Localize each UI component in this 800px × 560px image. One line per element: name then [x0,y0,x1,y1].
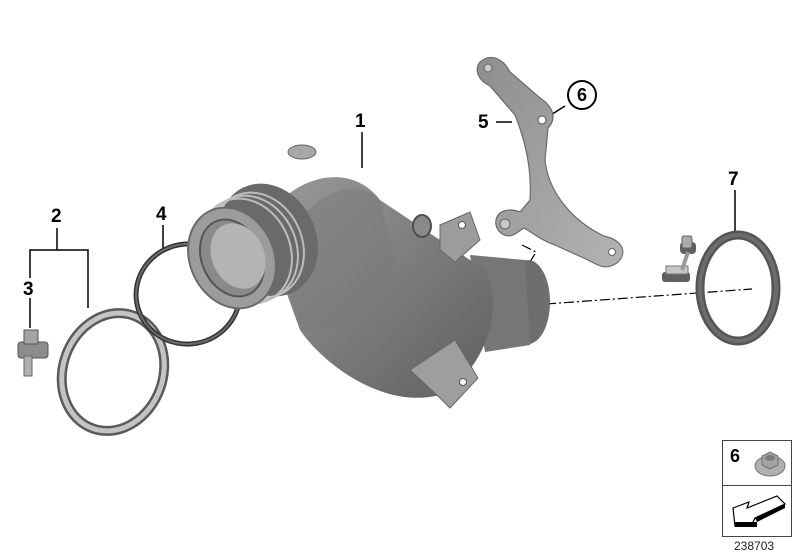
clamp-bolt[interactable] [17,329,49,377]
catalytic-converter[interactable] [172,144,550,409]
callout-1[interactable]: 1 [355,111,366,132]
hex-nut-icon [754,451,786,477]
bracket[interactable] [476,57,624,268]
callout-4[interactable]: 4 [156,204,167,225]
leader-lines [29,105,736,328]
callout-3[interactable]: 3 [23,279,34,300]
legend-item-6[interactable]: 6 [723,441,791,486]
diagram-number: 238703 [734,539,775,553]
callout-5[interactable]: 5 [478,112,489,133]
callout-7[interactable]: 7 [728,169,739,190]
legend-item-number: 6 [730,446,741,466]
v-band-clamp[interactable] [45,299,180,446]
legend-box: 6 [722,440,792,537]
legend-direction-cell [723,486,791,536]
exhaust-clamp[interactable] [662,230,781,346]
callout-6-circled[interactable]: 6 [567,80,597,110]
direction-arrow-icon [732,495,787,527]
callout-2[interactable]: 2 [51,206,62,227]
